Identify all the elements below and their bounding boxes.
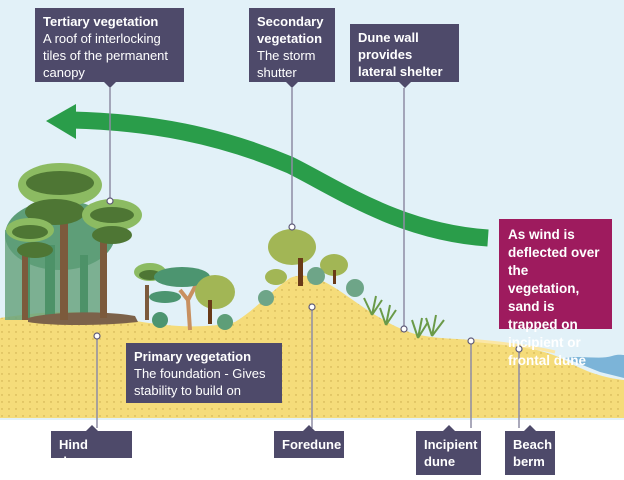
wind-arrowhead [46,104,76,139]
label-tertiary-title: Tertiary vegetation [43,14,159,29]
label-foredune-text: Foredune [282,437,342,452]
callout-text: As wind is deflected over the vegetation… [508,227,600,368]
primary-vegetation-trees [134,263,235,331]
label-secondary-title: Secondary vegetation [257,14,324,46]
sea [565,354,624,378]
label-dune-wall-text: Dune wall provides lateral shelter [358,30,443,79]
label-hind-dunes: Hind dunes [51,425,132,469]
label-secondary-vegetation: Secondary vegetation The storm shutter [249,8,335,88]
label-tertiary-desc: A roof of interlocking tiles of the perm… [43,31,169,80]
label-beach-berm-text: Beach berm [513,437,553,469]
tertiary-forest [5,163,142,325]
secondary-vegetation-trees [258,229,364,306]
label-incipient-dune-text: Incipient dune [424,437,478,469]
label-beach-berm: Beach berm [505,425,555,475]
label-dune-wall: Dune wall provides lateral shelter [350,24,459,88]
label-primary-title: Primary vegetation [134,349,252,364]
dune-grasses [363,295,445,339]
wind-arrow [71,111,489,247]
label-hind-dunes-text: Hind dunes [59,437,98,469]
leader-lines [96,88,520,428]
label-primary-vegetation: Primary vegetation The foundation - Give… [126,343,282,403]
beach-berm-edge [469,338,556,354]
leader-dots [93,197,523,353]
label-tertiary-vegetation: Tertiary vegetation A roof of interlocki… [35,8,184,88]
label-foredune: Foredune [274,425,344,458]
label-incipient-dune: Incipient dune [416,425,481,475]
label-secondary-desc: The storm shutter [257,48,316,80]
callout-wind-deflection: As wind is deflected over the vegetation… [499,219,612,368]
label-primary-desc: The foundation - Gives stability to buil… [134,366,266,398]
